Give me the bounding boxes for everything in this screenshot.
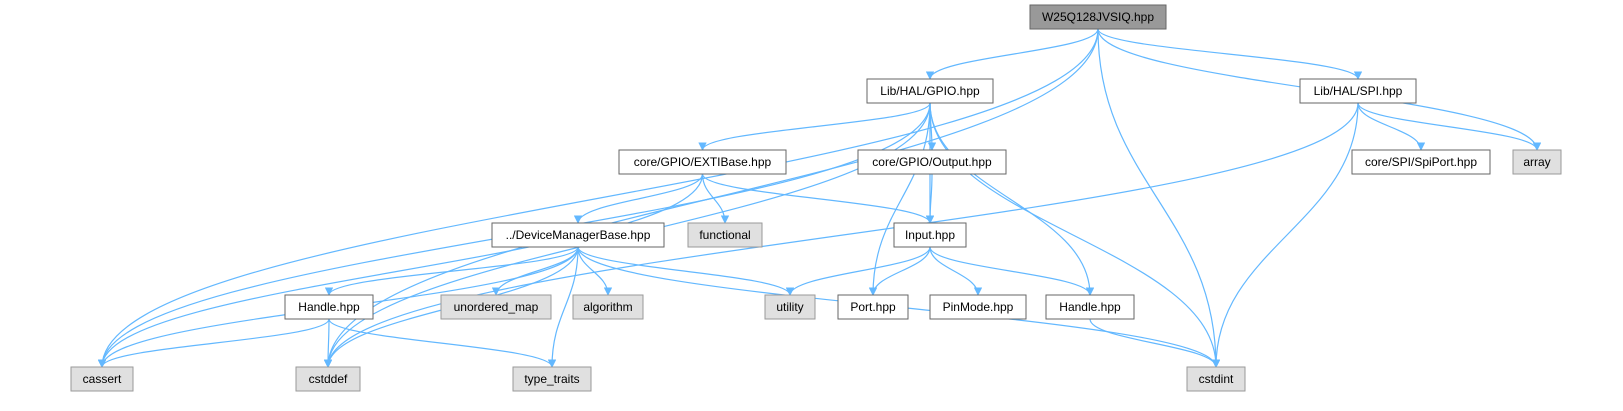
node-handle2[interactable]: Handle.hpp — [1045, 294, 1135, 320]
edge-root-to-gpio — [925, 28, 1099, 80]
node-label: Port.hpp — [850, 300, 896, 314]
node-label: array — [1523, 155, 1550, 169]
node-label: core/GPIO/Output.hpp — [872, 155, 992, 169]
edge-handle2-to-cstdint — [1089, 318, 1221, 368]
node-utility: utility — [764, 294, 816, 320]
node-box — [1512, 149, 1562, 175]
edge-gpio-to-port — [868, 102, 931, 296]
node-label: cstddef — [309, 372, 348, 386]
node-box — [1299, 78, 1417, 104]
node-label: functional — [699, 228, 750, 242]
node-label: utility — [776, 300, 803, 314]
edge-dmb-to-algorithm — [577, 246, 613, 296]
node-box — [1029, 4, 1167, 30]
edge-exti-to-functional — [701, 173, 730, 224]
edge-gpio-to-cstdint — [929, 102, 1221, 368]
edge-dmb-to-handle1 — [324, 246, 579, 296]
edge-dmb-to-utility — [577, 246, 795, 296]
node-box — [70, 366, 134, 392]
node-label: Lib/HAL/GPIO.hpp — [880, 84, 980, 98]
node-box — [866, 78, 994, 104]
node-dmb[interactable]: ../DeviceManagerBase.hpp — [491, 222, 665, 248]
edge-spi-to-spiport — [1357, 102, 1426, 151]
node-box — [440, 294, 552, 320]
edge-exti-to-cassert — [97, 173, 704, 368]
edge-handle1-to-cstddef — [323, 318, 333, 368]
node-label: Lib/HAL/SPI.hpp — [1314, 84, 1403, 98]
node-label: PinMode.hpp — [943, 300, 1014, 314]
node-label: Input.hpp — [905, 228, 955, 242]
node-pinmode[interactable]: PinMode.hpp — [929, 294, 1027, 320]
edge-spi-to-cstdint — [1211, 102, 1359, 368]
edge-handle1-to-cassert — [97, 318, 330, 368]
node-unordered-map: unordered_map — [440, 294, 552, 320]
node-array: array — [1512, 149, 1562, 175]
node-label: ../DeviceManagerBase.hpp — [506, 228, 651, 242]
node-algorithm: algorithm — [572, 294, 644, 320]
edge-dmb-to-type_traits — [547, 246, 579, 368]
node-root[interactable]: W25Q128JVSIQ.hpp — [1029, 4, 1167, 30]
node-label: algorithm — [583, 300, 632, 314]
node-cstdint: cstdint — [1186, 366, 1246, 392]
node-spi[interactable]: Lib/HAL/SPI.hpp — [1299, 78, 1417, 104]
node-box — [764, 294, 816, 320]
edge-gpio-to-exti — [698, 102, 931, 151]
node-spiport[interactable]: core/SPI/SpiPort.hpp — [1351, 149, 1491, 175]
edge-handle1-to-type_traits — [328, 318, 557, 368]
node-label: Handle.hpp — [298, 300, 360, 314]
node-functional: functional — [687, 222, 763, 248]
node-box — [929, 294, 1027, 320]
node-label: cstdint — [1199, 372, 1234, 386]
node-box — [284, 294, 374, 320]
node-exti[interactable]: core/GPIO/EXTIBase.hpp — [618, 149, 787, 175]
node-box — [295, 366, 361, 392]
node-type-traits: type_traits — [512, 366, 592, 392]
edge-root-to-cassert — [97, 28, 1099, 368]
node-box — [1351, 149, 1491, 175]
node-label: cassert — [83, 372, 122, 386]
edge-root-to-spi — [1097, 28, 1363, 80]
node-output[interactable]: core/GPIO/Output.hpp — [857, 149, 1007, 175]
node-box — [1045, 294, 1135, 320]
node-label: unordered_map — [454, 300, 539, 314]
edge-spi-to-array — [1357, 102, 1542, 151]
node-cstddef: cstddef — [295, 366, 361, 392]
edge-input-to-pinmode — [929, 246, 983, 296]
edge-spi-to-cstddef — [323, 102, 1359, 368]
edge-exti-to-dmb — [573, 173, 704, 224]
node-box — [857, 149, 1007, 175]
node-label: type_traits — [524, 372, 579, 386]
node-box — [1186, 366, 1246, 392]
edge-input-to-handle2 — [929, 246, 1095, 296]
node-label: W25Q128JVSIQ.hpp — [1042, 10, 1154, 24]
edge-output-to-input — [925, 173, 935, 224]
node-box — [618, 149, 787, 175]
node-box — [491, 222, 665, 248]
node-cassert: cassert — [70, 366, 134, 392]
node-box — [572, 294, 644, 320]
node-box — [687, 222, 763, 248]
edge-input-to-utility — [785, 246, 931, 296]
edge-root-to-cstdint — [1097, 28, 1221, 368]
node-gpio[interactable]: Lib/HAL/GPIO.hpp — [866, 78, 994, 104]
node-label: Handle.hpp — [1059, 300, 1121, 314]
node-box — [837, 294, 909, 320]
node-box — [512, 366, 592, 392]
edge-input-to-port — [868, 246, 931, 296]
node-box — [893, 222, 967, 248]
edge-exti-to-input — [701, 173, 935, 224]
node-label: core/SPI/SpiPort.hpp — [1365, 155, 1477, 169]
edge-gpio-to-handle2 — [929, 102, 1095, 296]
node-label: core/GPIO/EXTIBase.hpp — [634, 155, 772, 169]
node-input[interactable]: Input.hpp — [893, 222, 967, 248]
node-handle1[interactable]: Handle.hpp — [284, 294, 374, 320]
node-port[interactable]: Port.hpp — [837, 294, 909, 320]
